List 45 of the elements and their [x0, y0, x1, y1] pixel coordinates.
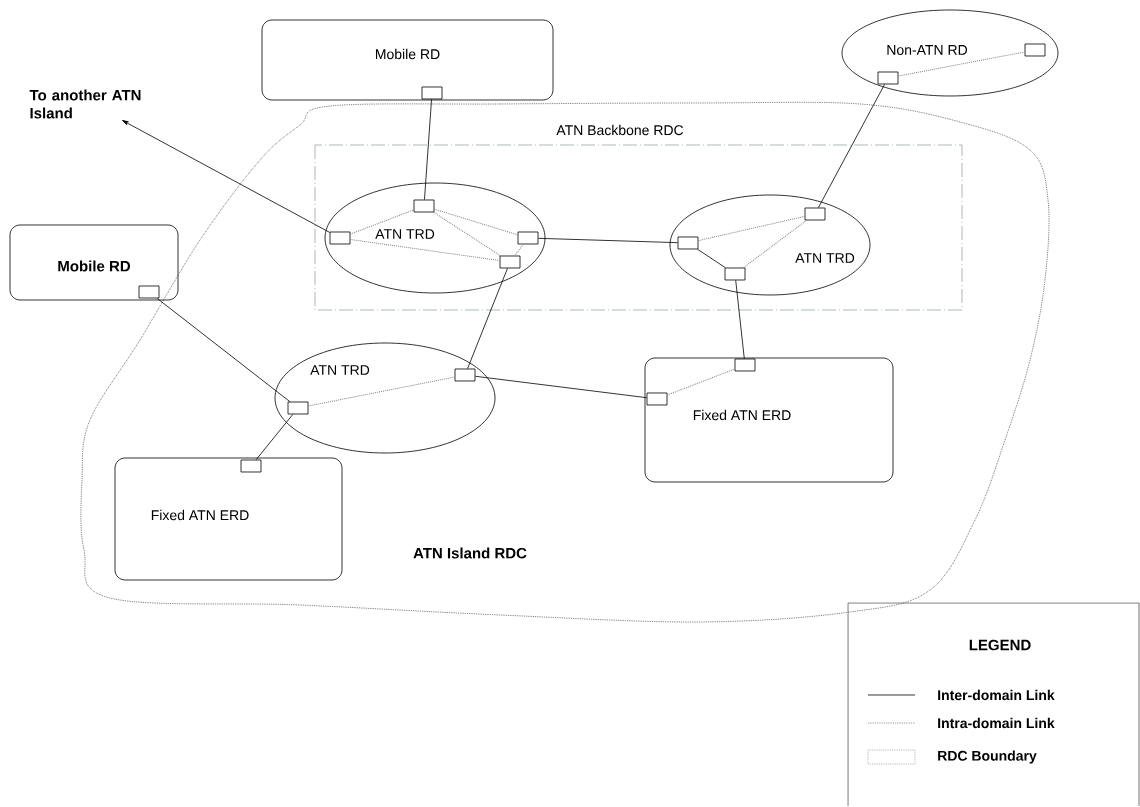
router-box — [454, 368, 476, 382]
intra-domain-link — [349, 209, 415, 235]
intra-domain-link — [897, 51, 1026, 77]
inter-domain-link — [697, 249, 726, 268]
router-box — [734, 358, 756, 372]
router-box — [138, 285, 160, 299]
router-box — [329, 231, 351, 245]
router-box — [804, 207, 826, 221]
legend-item: Inter-domain Link — [867, 689, 1055, 701]
router-box — [877, 71, 899, 85]
inter-domain-link — [255, 414, 294, 460]
legend-item: RDC Boundary — [867, 749, 1037, 765]
inter-domain-link — [538, 237, 678, 244]
inter-domain-link — [424, 99, 432, 200]
router-box — [677, 236, 699, 250]
legend-title: LEGEND — [969, 639, 1031, 651]
intra-domain-link — [743, 219, 807, 269]
router-box — [724, 267, 746, 281]
intra-domain-link — [433, 211, 501, 257]
router-box — [646, 392, 668, 406]
router-box — [517, 231, 539, 245]
router-box — [499, 255, 521, 269]
inter-domain-link — [467, 268, 508, 369]
node-label: ATN Backbone RDC — [556, 124, 684, 136]
router-box — [413, 199, 435, 213]
router-box — [421, 86, 443, 100]
inter-domain-link — [735, 280, 745, 359]
intra-domain-link — [666, 368, 736, 396]
arrow — [122, 120, 330, 233]
domain-box: Fixed ATN ERD — [114, 457, 343, 581]
intra-domain-link — [433, 208, 519, 236]
router-box — [240, 459, 262, 473]
domain-box: Mobile RD — [9, 224, 179, 301]
intra-domain-link — [349, 238, 501, 262]
inter-domain-link — [818, 84, 885, 208]
domain-box: Fixed ATN ERD — [644, 357, 894, 483]
legend-item: Intra-domain Link — [867, 717, 1055, 729]
router-box — [1024, 43, 1046, 57]
intra-domain-link — [514, 243, 524, 257]
intra-domain-link — [697, 215, 806, 242]
intra-domain-link — [307, 376, 456, 407]
destination-label: To another ATN Island — [29, 89, 141, 119]
domain-box: Mobile RD — [261, 19, 554, 101]
router-box — [287, 401, 309, 415]
inter-domain-link — [475, 375, 647, 399]
